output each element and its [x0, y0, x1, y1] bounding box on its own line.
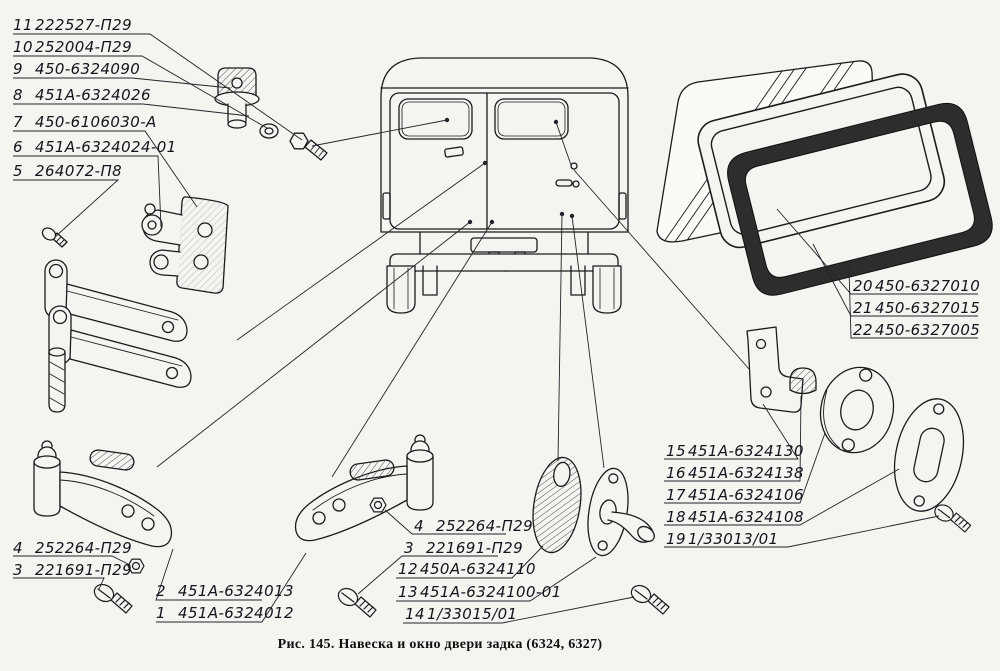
- screw-middle: [334, 584, 377, 618]
- leader-endpoint-dots: [444, 117, 575, 225]
- washer: [259, 123, 279, 139]
- small-bolt: [41, 227, 68, 248]
- bolt: [289, 132, 328, 161]
- hinge-left-lower: [33, 440, 173, 548]
- screw-left: [90, 580, 133, 614]
- strap-hinge-lower: [48, 305, 192, 388]
- round-flange: [819, 366, 895, 454]
- hinge-pin: [48, 347, 66, 413]
- upper-hinge-assembly: [141, 196, 229, 294]
- screw-handle: [627, 581, 670, 615]
- window-rubber-seal: [727, 102, 993, 296]
- strap-hinge-upper: [44, 259, 188, 342]
- screw-flange: [931, 501, 972, 533]
- leader-lines: [13, 33, 978, 624]
- nut-middle: [369, 497, 387, 513]
- rubber-buffer: [214, 67, 260, 129]
- escutcheon-plate: [532, 456, 582, 554]
- door-buffer: [789, 367, 817, 395]
- mount-bracket: [746, 326, 804, 413]
- door-handle: [587, 467, 655, 557]
- oval-flange: [893, 398, 965, 512]
- van-rear-view: [380, 57, 629, 314]
- figure-caption: Рис. 145. Навеска и окно двери задка (63…: [277, 637, 603, 652]
- hinge-middle: [294, 434, 434, 542]
